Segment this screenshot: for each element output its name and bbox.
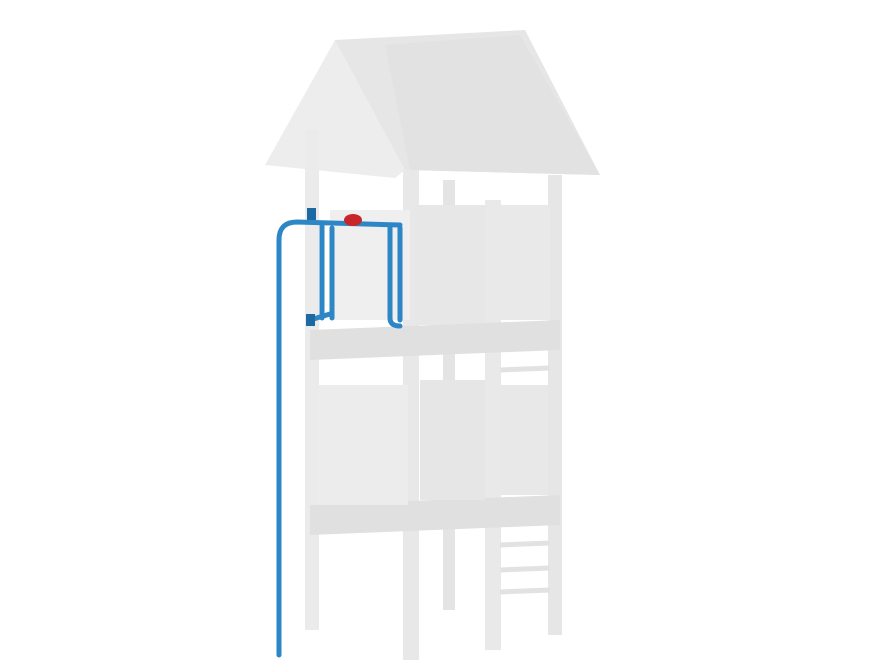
lower-panel	[318, 385, 408, 505]
fire-pole	[276, 212, 403, 658]
lower-panel	[500, 385, 548, 495]
lower-panel	[420, 380, 485, 500]
mount-plate-top	[307, 208, 316, 220]
upper-panel	[330, 210, 410, 320]
handrail-right	[387, 225, 403, 329]
upper-floor	[310, 320, 560, 360]
post	[548, 175, 562, 635]
tower-structure	[265, 30, 600, 660]
roof-right	[385, 35, 600, 175]
post	[485, 200, 501, 650]
pole	[276, 219, 403, 658]
mount-plate-bottom	[306, 314, 315, 326]
clamp	[344, 214, 362, 226]
post	[305, 130, 319, 630]
upper-panel	[415, 205, 485, 325]
ladder	[499, 365, 551, 595]
upper-panel	[500, 205, 550, 320]
roof-front-left	[265, 40, 405, 178]
